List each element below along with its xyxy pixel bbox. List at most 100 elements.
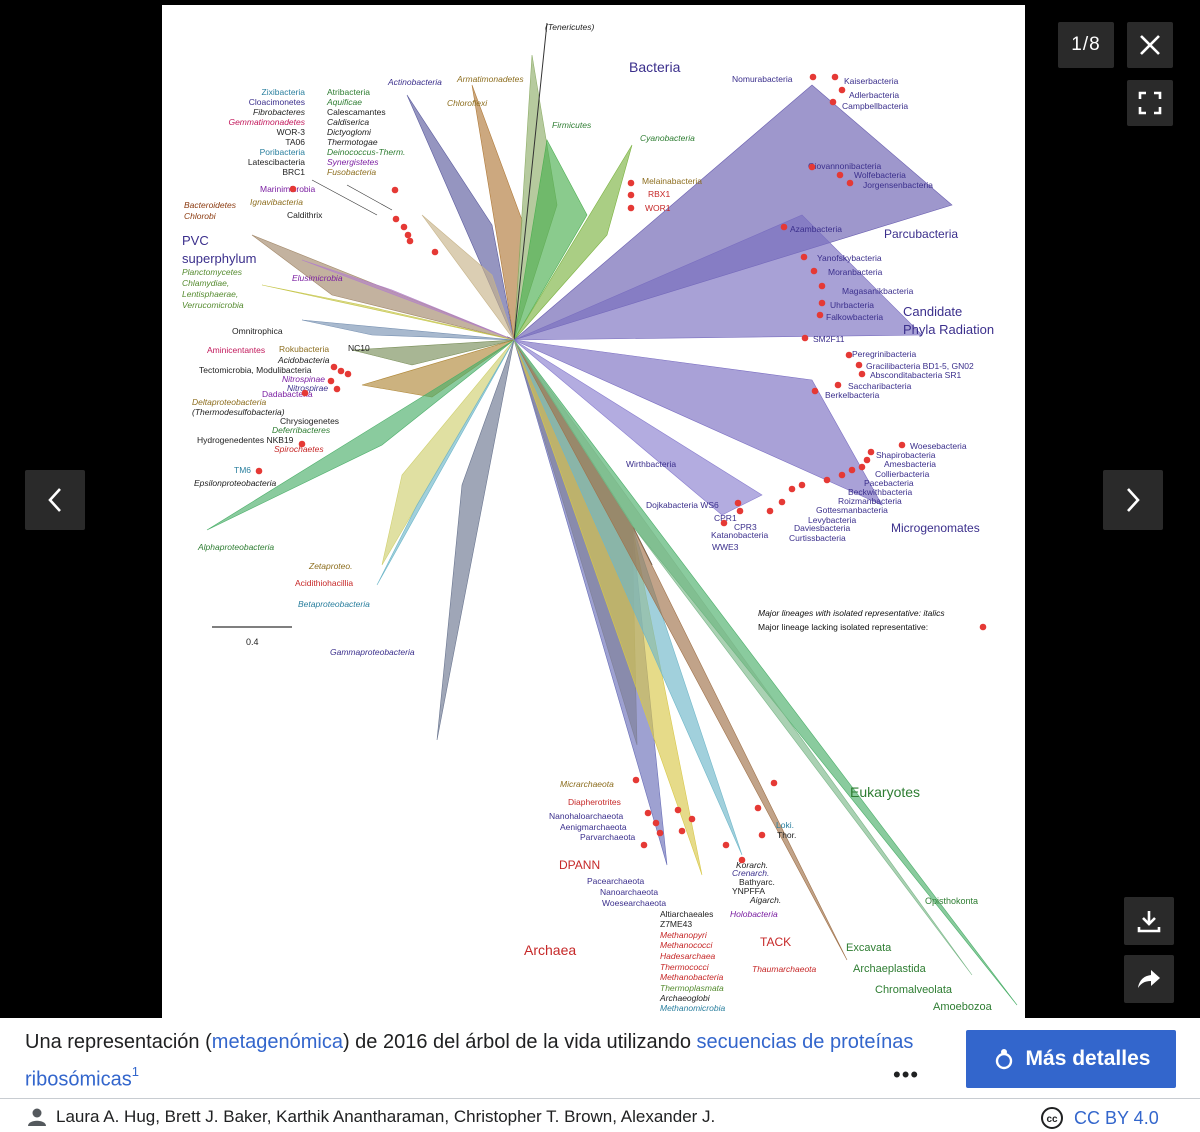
cpr-label: Collierbacteria (875, 469, 930, 479)
phylum-label: Chlamydiae, (182, 278, 229, 288)
cpr-label: CPR1 (714, 513, 737, 523)
archaea-label: Altiarchaeales (660, 909, 713, 919)
cpr-label: Azambacteria (790, 224, 842, 234)
red-dot (858, 370, 866, 378)
red-dot (808, 163, 816, 171)
cpr-label: Beckwithbacteria (848, 487, 913, 497)
phylum-label: Omnitrophica (232, 326, 283, 336)
phylum-label: Fusobacteria (327, 167, 376, 177)
wedge-methanogens (513, 339, 703, 876)
wedge-cyanobacteria (513, 144, 633, 341)
phylum-label: WOR-3 (277, 127, 306, 137)
red-dot (627, 191, 635, 199)
archaea-label: Z7ME43 (660, 919, 692, 929)
link-metagenomica[interactable]: metagenómica (211, 1031, 343, 1053)
user-icon (28, 1108, 46, 1126)
red-dot (431, 248, 439, 256)
phylum-label: Betaproteobacteria (298, 599, 370, 609)
cpr-label: Levybacteria (808, 515, 856, 525)
group-pvc: superphylum (182, 251, 256, 266)
red-dot (298, 440, 306, 448)
red-dot (845, 351, 853, 359)
wedge-microgenomates (513, 339, 883, 506)
phylum-label: Chlorobi (184, 211, 217, 221)
group-cpr: Candidate (903, 304, 962, 319)
wedge-acidobacteria (351, 339, 515, 366)
archaea-label: Bathyarc. (739, 877, 775, 887)
red-dot (674, 806, 682, 814)
footnote-link[interactable]: 1 (131, 1064, 139, 1079)
share-button[interactable] (1124, 955, 1174, 1003)
phylum-label: Spirochaetes (274, 444, 324, 454)
license-link[interactable]: cc CC BY 4.0 (1040, 1106, 1159, 1130)
link-secuencias[interactable]: secuencias de proteínas ribosómicas (25, 1031, 914, 1091)
wedge-cpr-lower (513, 339, 763, 516)
archaea-label: Micrarchaeota (560, 779, 614, 789)
cpr-label: Pacebacteria (864, 478, 914, 488)
archaea-label: Korarch. (736, 860, 768, 870)
cpr-label: Woesebacteria (910, 441, 967, 451)
archaea-label: Thaumarchaeota (752, 964, 817, 974)
phylum-label: NC10 (348, 343, 370, 353)
phylum-label: Acidobacteria (277, 355, 330, 365)
red-dot (652, 819, 660, 827)
phylum-label: Atribacteria (327, 87, 370, 97)
archaea-label: Aenigmarchaeota (560, 822, 627, 832)
red-dot (734, 499, 742, 507)
wedge-bacteroidetes (421, 214, 515, 341)
red-dot (391, 186, 399, 194)
red-dot (656, 829, 664, 837)
red-dot (404, 231, 412, 239)
branch-line (513, 22, 548, 341)
cpr-label: Moranbacteria (828, 267, 883, 277)
archaea-label: Thermoplasmata (660, 983, 724, 993)
phylum-label: Deferribacteres (272, 425, 331, 435)
group-cpr: Phyla Radiation (903, 322, 994, 337)
phylum-label: Gemmatimonadetes (228, 117, 305, 127)
archaea-label: Pacearchaeota (587, 876, 644, 886)
caption-part: ) de 2016 del árbol de la vida utilizand… (342, 1031, 697, 1053)
phylum-label: Marinimicrobia (260, 184, 316, 194)
branch-line (311, 179, 378, 216)
phylum-label: (Thermodesulfobacteria) (192, 407, 285, 417)
red-dot (736, 507, 744, 515)
red-dot (855, 361, 863, 369)
red-dot (644, 809, 652, 817)
close-button[interactable] (1127, 22, 1173, 68)
phylum-label: Poribacteria (260, 147, 306, 157)
more-details-button[interactable]: Más detalles (966, 1030, 1176, 1088)
red-dot (838, 86, 846, 94)
eukaryote-label: Archaeplastida (853, 963, 927, 975)
phylum-label: Nitrospirae (287, 383, 328, 393)
close-icon (1140, 35, 1160, 55)
red-dot (811, 387, 819, 395)
caption-panel: Una representación (metagenómica) de 201… (0, 1018, 1200, 1132)
next-button[interactable] (1103, 470, 1163, 530)
phylum-label: Epsilonproteobacteria (194, 478, 276, 488)
wedge-planctomycetes (261, 284, 515, 341)
cpr-label: Kaiserbacteria (844, 76, 899, 86)
red-dot (333, 385, 341, 393)
red-dot (289, 185, 297, 193)
red-dot (327, 377, 335, 385)
svg-text:cc: cc (1046, 1114, 1058, 1125)
phylum-label: Armatimonadetes (456, 74, 524, 84)
domain-bacteria: Bacteria (629, 59, 681, 75)
phylum-label: Calescamantes (327, 107, 386, 117)
archaea-label: Methanomicrobia (660, 1003, 725, 1013)
fullscreen-button[interactable] (1127, 80, 1173, 126)
cpr-label: Gracilibacteria BD1-5, GN02 (866, 361, 974, 371)
cpr-label: Giovannonibacteria (808, 161, 882, 171)
cpr-label: CPR3 (734, 522, 757, 532)
phylum-label: Dadabacteria (262, 389, 313, 399)
red-dot (392, 215, 400, 223)
previous-button[interactable] (25, 470, 85, 530)
phylum-label: Nitrospinae (282, 374, 325, 384)
red-dot (758, 831, 766, 839)
phylum-label: WOR1 (645, 203, 671, 213)
more-options-button[interactable]: ••• (893, 1062, 920, 1087)
download-button[interactable] (1124, 897, 1174, 945)
red-dot (831, 73, 839, 81)
phylum-label: Caldithrix (287, 210, 323, 220)
wedge-cpr-mid (513, 214, 923, 341)
